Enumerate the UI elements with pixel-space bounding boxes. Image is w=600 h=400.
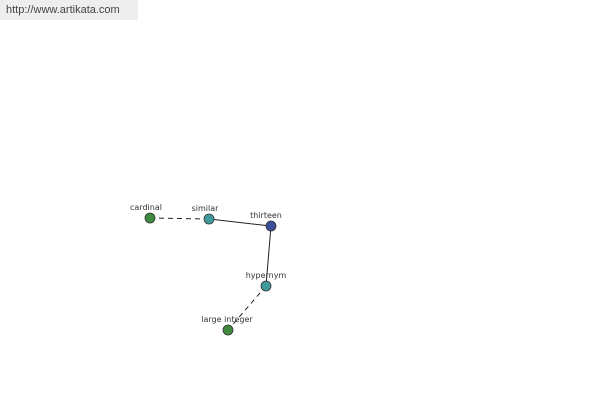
node-thirteen[interactable]: thirteen [250,211,282,232]
edge-hypernym-large-integer [227,285,267,331]
edge-cardinal-similar [149,217,210,220]
node-hypernym-dot[interactable] [260,280,272,292]
node-hypernym-label: hypernym [246,271,287,280]
source-link[interactable]: http://www.artikata.com [0,0,138,20]
edge-similar-thirteen [208,218,272,227]
node-thirteen-dot[interactable] [265,220,277,232]
edge-thirteen-hypernym [265,225,272,287]
node-cardinal[interactable]: cardinal [130,203,162,224]
node-similar-label: similar [192,204,220,213]
node-large-integer[interactable]: large integer [201,315,253,336]
node-thirteen-label: thirteen [250,211,282,220]
node-cardinal-label: cardinal [130,203,162,212]
node-large-integer-label: large integer [201,315,253,324]
node-hypernym[interactable]: hypernym [246,271,287,292]
node-large-integer-dot[interactable] [222,324,234,336]
node-similar-dot[interactable] [203,213,215,225]
node-similar[interactable]: similar [192,204,220,225]
node-cardinal-dot[interactable] [144,212,156,224]
